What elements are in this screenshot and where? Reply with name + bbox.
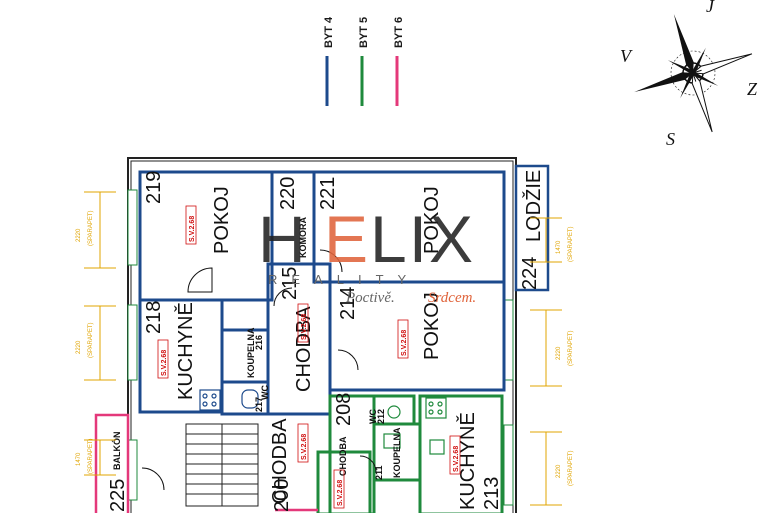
dim-5b: (SPARAPET): [568, 330, 574, 366]
room-200-name: CHODBA: [269, 418, 291, 504]
tag-208: S.V.2.68: [337, 480, 344, 506]
dim-1: 2220: [76, 228, 82, 242]
room-216-name: KOUPELNA: [246, 327, 256, 378]
helix-logo-watermark: H E LIX REALITY Poctivě. Srdcem.: [258, 202, 476, 306]
logo-letter-e: E: [324, 202, 370, 276]
room-215-name: CHODBA: [293, 306, 315, 392]
logo-letter-h: H: [258, 202, 308, 276]
room-208-name: CHODBA: [338, 436, 348, 476]
unit-byt4: [138, 164, 550, 416]
room-221-name: POKOJ: [421, 186, 443, 254]
legend-label-byt6: BYT 6: [393, 17, 405, 48]
compass-north-label: J: [706, 0, 715, 16]
dimension-marks: [84, 191, 562, 506]
dim-3b: (SPARAPET): [88, 438, 94, 474]
dim-2: 2220: [76, 340, 82, 354]
room-211-name: KOUPELNA: [392, 427, 402, 478]
dim-5: 2220: [556, 346, 562, 360]
fixtures: [199, 389, 447, 455]
dim-4: 1470: [556, 240, 562, 254]
logo-subtitle: REALITY: [268, 272, 420, 287]
compass-rose: [634, 14, 753, 133]
door-swings: [141, 249, 377, 491]
room-213-name: KUCHYNĚ: [456, 412, 479, 510]
legend-label-byt4: BYT 4: [323, 16, 335, 48]
logo-slogan-a: Poctivě.: [345, 290, 395, 306]
room-220-number: 220: [277, 177, 299, 210]
room-215-number: 215: [279, 267, 301, 300]
tag-214: S.V.2.68: [401, 330, 408, 356]
room-224-name: LODŽIE: [522, 170, 545, 242]
staircase: [185, 423, 259, 507]
room-214-name: POKOJ: [421, 292, 443, 360]
tag-213: S.V.2.68: [453, 446, 460, 472]
tag-200: S.V.2.68: [301, 434, 308, 460]
unit-byt5: [316, 394, 504, 513]
compass-west-label: V: [620, 46, 633, 66]
room-200-number: 200: [271, 479, 293, 512]
tag-219: S.V.2.68: [189, 216, 196, 242]
room-212-name: WC: [368, 409, 378, 424]
building-outline: [127, 157, 517, 513]
room-218-name: KUCHYNĚ: [174, 302, 197, 400]
legend-label-byt5: BYT 5: [358, 17, 370, 48]
unit-byt6: [94, 413, 318, 513]
dim-7b: (SPARAPET): [568, 450, 574, 486]
room-212-number: 212: [376, 409, 386, 424]
dim-2b: (SPARAPET): [88, 322, 94, 358]
dim-7: 2220: [556, 464, 562, 478]
room-labels: 219 POKOJ 220 KOMORA 221 POKOJ 224 LODŽI…: [107, 170, 545, 512]
room-225-number: 225: [107, 479, 129, 512]
dim-3: 1470: [76, 452, 82, 466]
dimension-labels: 2220 (SPARAPET) 2220 (SPARAPET) 1470 (SP…: [76, 210, 574, 486]
tag-218: S.V.2.68: [161, 350, 168, 376]
room-225-name: BALKÓN: [111, 432, 122, 471]
room-214-number: 214: [337, 287, 359, 320]
room-219-number: 219: [143, 171, 165, 204]
room-220-name: KOMORA: [298, 217, 308, 258]
room-221-number: 221: [317, 177, 339, 210]
room-224-number: 224: [519, 257, 541, 290]
compass-east-label: Z: [747, 79, 758, 99]
room-213-number: 213: [481, 477, 503, 510]
dim-4b: (SPARAPET): [568, 226, 574, 262]
room-219-name: POKOJ: [211, 186, 233, 254]
red-tags: S.V.2.68 S.V.2.68 S.V.2.68 S.V.2.68 S.V.…: [157, 205, 461, 509]
room-216-number: 216: [254, 335, 264, 350]
logo-letters-lix: LIX: [370, 202, 475, 276]
tag-215: S.V.2.68: [301, 314, 308, 340]
compass-south-label: S: [666, 129, 675, 149]
room-217-number: 217: [254, 397, 264, 412]
room-211-number: 211: [374, 465, 384, 480]
room-217-name: WC: [260, 385, 270, 400]
room-218-number: 218: [143, 301, 165, 334]
dim-1b: (SPARAPET): [88, 210, 94, 246]
legend: BYT 4 BYT 5 BYT 6: [323, 16, 405, 106]
room-208-number: 208: [333, 393, 355, 426]
logo-slogan-b: Srdcem.: [428, 290, 476, 306]
